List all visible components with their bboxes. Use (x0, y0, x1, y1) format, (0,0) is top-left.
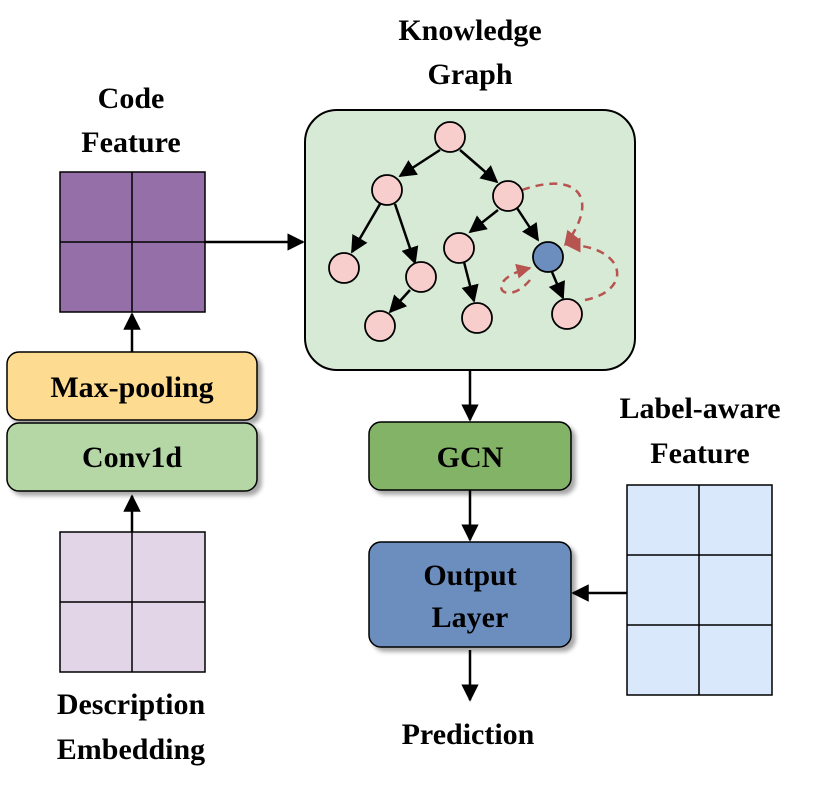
graph-node-bottomleft (364, 310, 396, 342)
dashed-edge-blue-loop (499, 263, 532, 295)
description-embedding-label-line2: Embedding (57, 733, 205, 766)
graph-node-left (371, 174, 403, 206)
code-feature-grid (59, 171, 206, 313)
graph-node-blue (532, 241, 564, 273)
edge-blue-bottomright (548, 271, 565, 300)
graph-node-mid (405, 261, 437, 293)
knowledge-graph-label-line2: Graph (427, 58, 512, 91)
conv1d-box (6, 422, 258, 492)
label-aware-label-line1: Label-aware (619, 392, 780, 425)
output-layer-label-line1: Output (423, 559, 516, 592)
description-embedding-grid (59, 531, 206, 673)
label-aware-label-line2: Feature (650, 437, 749, 470)
graph-nodes (328, 121, 583, 342)
graph-edges (350, 148, 565, 314)
max-pooling-label: Max-pooling (50, 371, 213, 404)
edge-root-right (459, 149, 499, 184)
code-feature-label-line2: Feature (81, 126, 180, 159)
graph-node-leftleaf (328, 252, 360, 284)
graph-node-right (492, 180, 524, 212)
knowledge-graph-label-line1: Knowledge (398, 14, 541, 47)
edge-root-left (398, 148, 441, 178)
code-feature-label-line1: Code (98, 82, 165, 115)
output-layer-box (368, 541, 572, 648)
graph-node-bottomright (551, 298, 583, 330)
graph-node-root (434, 121, 466, 153)
edge-left-mid (393, 203, 419, 265)
dashed-edge-bottomright-to-blue (565, 237, 619, 302)
edge-rightleft-bottom (461, 261, 479, 303)
max-pooling-box (6, 351, 258, 421)
graph-dashed-edges (499, 182, 619, 302)
graph-node-rightleft (443, 232, 475, 264)
prediction-label: Prediction (402, 718, 535, 751)
graph-node-bottom (461, 302, 493, 334)
description-embedding-label-line1: Description (57, 688, 206, 721)
edge-right-blue (515, 207, 540, 242)
conv1d-label: Conv1d (82, 441, 182, 474)
gcn-label: GCN (437, 441, 504, 474)
edge-left-leftleaf (350, 203, 382, 254)
label-aware-feature-grid (626, 484, 773, 696)
dashed-edge-right-to-blue (521, 182, 584, 247)
edge-right-rightleft (468, 209, 499, 234)
output-layer-label-line2: Layer (432, 601, 509, 634)
edge-mid-bottomleft (388, 289, 411, 314)
